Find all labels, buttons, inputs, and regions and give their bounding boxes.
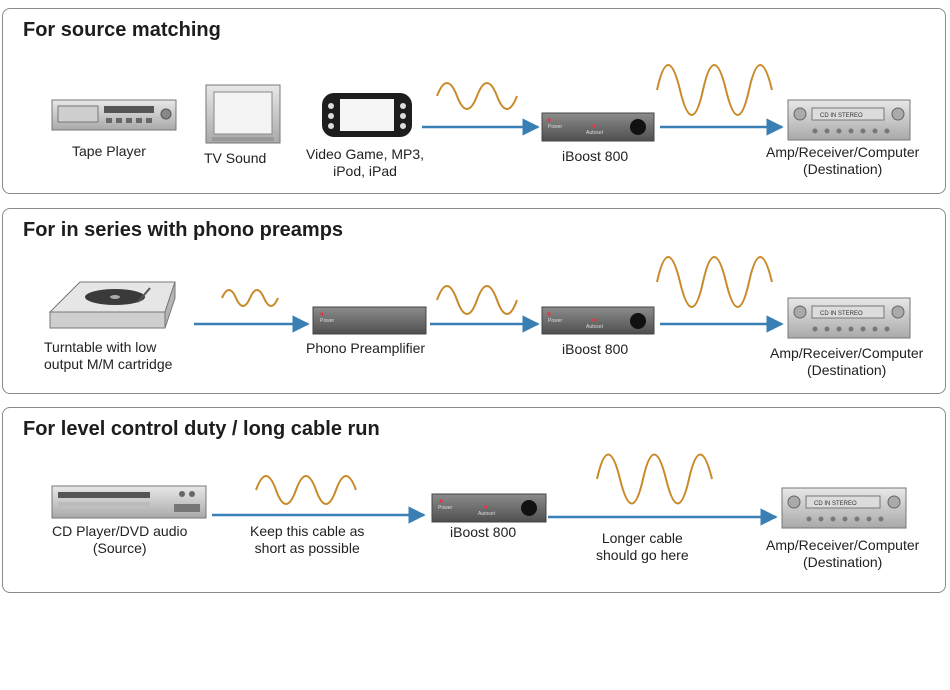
signal-wave-tiny: [221, 289, 279, 307]
label-line: Amp/Receiver/Computer: [770, 345, 924, 361]
receiver-icon: CD IN STEREO: [787, 297, 911, 339]
tv-icon: [205, 84, 281, 144]
label-line: (Destination): [806, 362, 887, 378]
iboost-device-icon: Power Autoset: [431, 493, 547, 523]
label-phono-preamp: Phono Preamplifier: [306, 340, 426, 356]
label-line: Turntable with low: [44, 339, 157, 355]
cd-player-icon: [51, 485, 207, 519]
label-destination: Amp/Receiver/Computer (Destination): [770, 345, 923, 379]
label-line: Keep this cable as: [250, 523, 365, 539]
label-line: Longer cable: [601, 530, 683, 546]
receiver-display-text: CD IN STEREO: [820, 113, 863, 119]
signal-wave-small: [255, 475, 357, 505]
receiver-display-text: CD IN STEREO: [820, 311, 863, 317]
autoset-text: Autoset: [586, 324, 604, 330]
game-console-icon: [322, 93, 412, 137]
label-tape-player: Tape Player: [72, 143, 146, 159]
signal-wave-large: [656, 64, 773, 116]
label-iboost: iBoost 800: [562, 148, 629, 164]
panel-title: For level control duty / long cable run: [23, 418, 380, 440]
autoset-text: Autoset: [586, 130, 604, 136]
panel-title: For in series with phono preamps: [23, 219, 344, 241]
label-short-cable: Keep this cable as short as possible: [250, 523, 364, 557]
label-line: (Source): [92, 540, 147, 556]
power-text: Power: [438, 505, 453, 511]
signal-wave-small: [436, 82, 518, 110]
receiver-icon: CD IN STEREO: [787, 99, 911, 141]
phono-preamp-icon: Power: [312, 306, 427, 335]
label-tv-sound: TV Sound: [204, 150, 267, 166]
signal-wave-large: [596, 453, 713, 505]
label-iboost: iBoost 800: [450, 524, 517, 540]
label-iboost: iBoost 800: [562, 341, 629, 357]
label-destination: Amp/Receiver/Computer (Destination): [766, 144, 919, 178]
power-text: Power: [548, 318, 563, 324]
label-line: (Destination): [802, 554, 883, 570]
label-line: Video Game, MP3,: [306, 146, 425, 162]
label-line: CD Player/DVD audio: [52, 523, 188, 539]
label-line: Amp/Receiver/Computer: [766, 144, 920, 160]
label-line: output M/M cartridge: [44, 356, 173, 372]
panel-title: For source matching: [23, 19, 221, 41]
label-cd-player: CD Player/DVD audio (Source): [52, 523, 187, 557]
signal-wave-large: [656, 256, 773, 308]
power-text: Power: [320, 318, 335, 324]
label-turntable: Turntable with low output M/M cartridge: [44, 339, 172, 373]
label-line: iPod, iPad: [333, 163, 397, 179]
label-destination: Amp/Receiver/Computer (Destination): [766, 537, 919, 571]
label-line: Amp/Receiver/Computer: [766, 537, 920, 553]
label-game-mp3: Video Game, MP3, iPod, iPad: [306, 146, 424, 180]
receiver-display-text: CD IN STEREO: [814, 501, 857, 507]
power-text: Power: [548, 124, 563, 130]
iboost-device-icon: Power Autoset: [541, 306, 655, 335]
iboost-device-icon: Power Autoset: [541, 112, 655, 142]
label-long-cable: Longer cable should go here: [596, 530, 689, 564]
label-line: (Destination): [802, 161, 883, 177]
turntable-icon: [48, 281, 176, 329]
autoset-text: Autoset: [478, 511, 496, 517]
label-line: short as possible: [254, 540, 360, 556]
label-line: should go here: [596, 547, 689, 563]
receiver-icon: CD IN STEREO: [781, 487, 907, 529]
tape-player-icon: [51, 99, 177, 131]
signal-wave-small: [436, 285, 518, 315]
